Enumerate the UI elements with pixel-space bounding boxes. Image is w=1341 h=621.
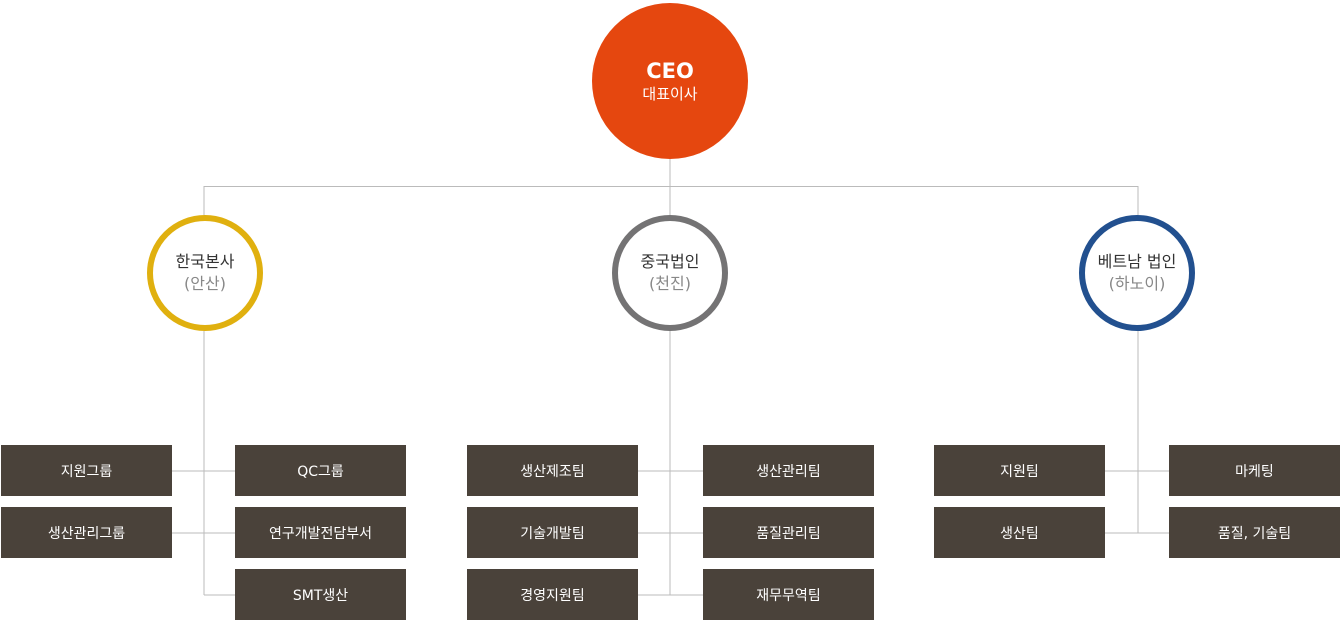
team-box: 재무무역팀 (703, 569, 874, 620)
team-box: 경영지원팀 (467, 569, 638, 620)
branch-korea: 한국본사 (안산) (147, 215, 263, 331)
team-box: 생산관리팀 (703, 445, 874, 496)
branch-china-name: 중국법인 (640, 252, 700, 271)
team-box: 생산팀 (934, 507, 1105, 558)
team-box: 품질, 기술팀 (1169, 507, 1340, 558)
team-box: SMT생산 (235, 569, 406, 620)
branch-china: 중국법인 (천진) (612, 215, 728, 331)
team-box: QC그룹 (235, 445, 406, 496)
team-box: 지원팀 (934, 445, 1105, 496)
team-box: 지원그룹 (1, 445, 172, 496)
team-box: 품질관리팀 (703, 507, 874, 558)
team-box: 기술개발팀 (467, 507, 638, 558)
branch-vietnam-name: 베트남 법인 (1097, 252, 1177, 271)
ceo-node: CEO 대표이사 (592, 3, 748, 159)
team-box: 생산관리그룹 (1, 507, 172, 558)
ceo-subtitle: 대표이사 (642, 85, 698, 103)
branch-korea-location: (안산) (184, 274, 226, 293)
ceo-title: CEO (646, 59, 694, 83)
team-box: 마케팅 (1169, 445, 1340, 496)
branch-korea-name: 한국본사 (175, 252, 235, 271)
branch-china-location: (천진) (649, 274, 691, 293)
branch-vietnam-location: (하노이) (1108, 274, 1166, 293)
team-box: 연구개발전담부서 (235, 507, 406, 558)
team-box: 생산제조팀 (467, 445, 638, 496)
branch-vietnam: 베트남 법인 (하노이) (1079, 215, 1195, 331)
